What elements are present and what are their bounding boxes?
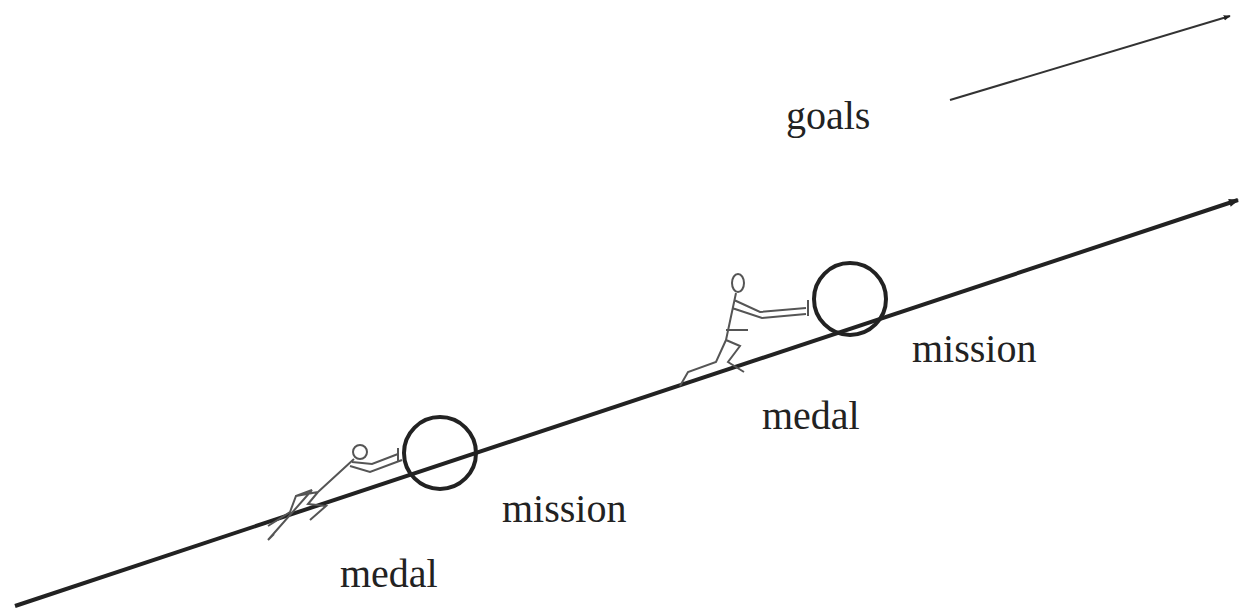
diagram-label: mission [502,487,626,531]
boulder [814,263,886,335]
diagram-label: medal [340,552,438,596]
figure-hand [807,300,809,316]
figure-body [268,454,402,540]
slope-line [15,200,1238,606]
diagram-label: medal [762,394,860,438]
stick-figure [268,445,402,540]
stick-figure [680,274,808,386]
figure-hand [397,448,399,462]
figure-head [353,445,367,459]
figure-head [732,274,744,292]
goals-arrow [950,16,1230,100]
diagram-label: goals [786,94,870,138]
boulder [404,417,476,489]
diagram-label: mission [912,327,1036,371]
figure-body [680,293,806,386]
